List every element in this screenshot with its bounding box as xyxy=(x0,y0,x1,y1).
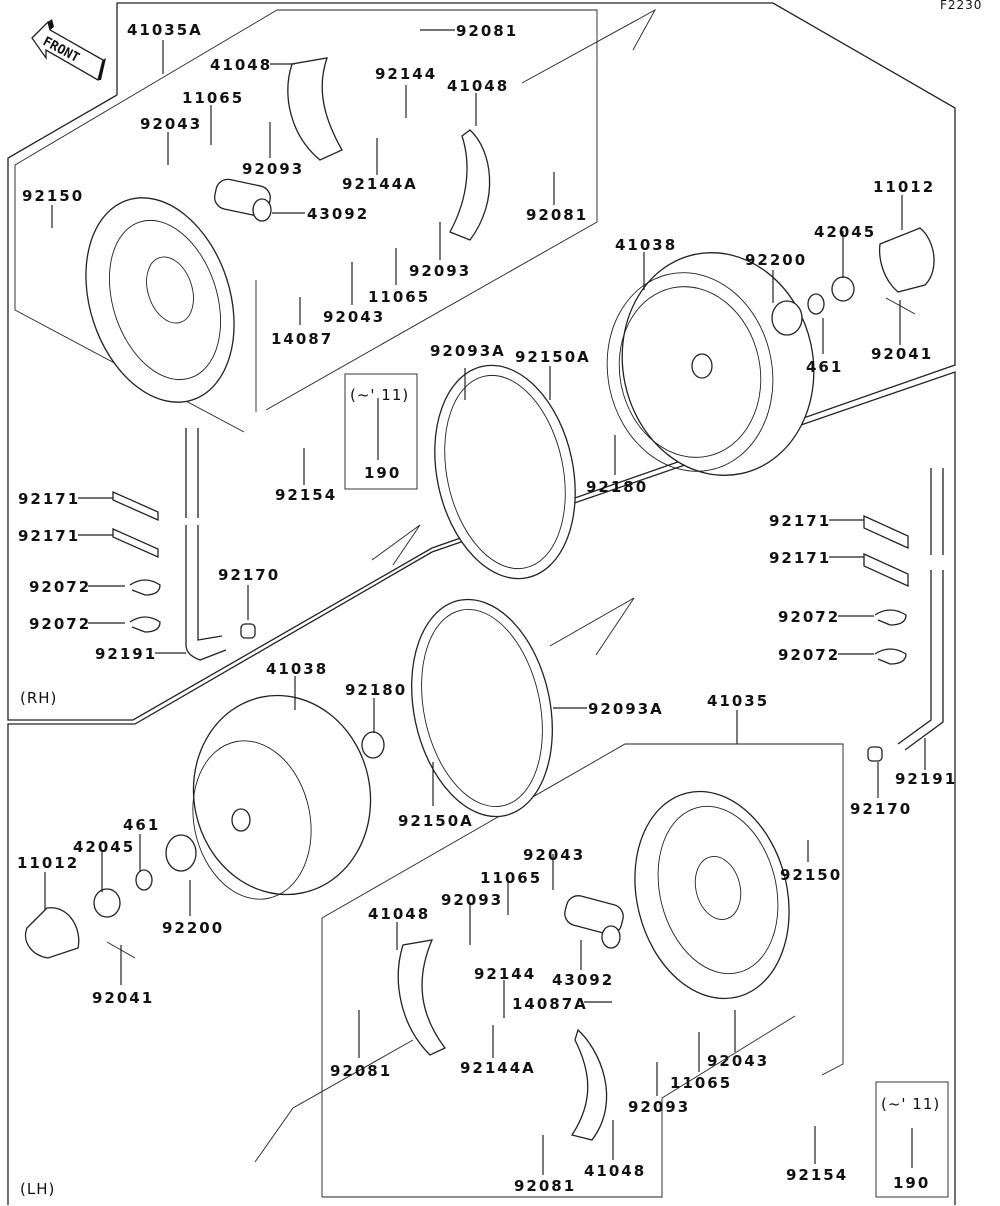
part-callout-rh-461[interactable]: 461 xyxy=(806,358,843,376)
part-callouts: 41035A 92081 41048 92144 41048 11065 92043 9209… xyxy=(17,21,957,1195)
inset-note-rh: (~' 11) xyxy=(350,386,409,404)
part-callout-lh-42045[interactable]: 42045 xyxy=(73,838,135,856)
part-callout-rh-92144[interactable]: 92144 xyxy=(375,65,437,83)
part-callout-lh-11065-a[interactable]: 11065 xyxy=(480,869,542,887)
lh-wheel-cylinder xyxy=(564,895,624,949)
part-callout-lh-41048-b[interactable]: 41048 xyxy=(584,1162,646,1180)
part-callout-lh-92093-b[interactable]: 92093 xyxy=(628,1098,690,1116)
lh-brake-drum xyxy=(192,694,372,900)
part-callout-lh-14087A[interactable]: 14087A xyxy=(512,995,588,1013)
rh-backing-plate xyxy=(85,197,235,403)
lh-brake-shoe-b xyxy=(570,1028,608,1141)
rh-seal xyxy=(434,364,576,580)
part-callout-rh-92200[interactable]: 92200 xyxy=(745,251,807,269)
part-callout-r-92072-b[interactable]: 92072 xyxy=(778,646,840,664)
part-callout-r-92072-a[interactable]: 92072 xyxy=(778,608,840,626)
part-callout-lh-92150A[interactable]: 92150A xyxy=(398,812,474,830)
rh-hub-parts xyxy=(771,227,935,336)
part-callout-rh-41048-b[interactable]: 41048 xyxy=(447,77,509,95)
part-callout-rh-92081-b[interactable]: 92081 xyxy=(526,206,588,224)
part-callout-rh-92072-b[interactable]: 92072 xyxy=(29,615,91,633)
rh-brake-shoe-a xyxy=(287,57,343,161)
part-callout-lh-92200[interactable]: 92200 xyxy=(162,919,224,937)
part-callout-rh-41048-a[interactable]: 41048 xyxy=(210,56,272,74)
part-callout-lh-92180[interactable]: 92180 xyxy=(345,681,407,699)
part-callout-lh-92041[interactable]: 92041 xyxy=(92,989,154,1007)
part-callout-rh-92072-a[interactable]: 92072 xyxy=(29,578,91,596)
part-callout-rh-92150A[interactable]: 92150A xyxy=(515,348,591,366)
part-callout-lh-43092[interactable]: 43092 xyxy=(552,971,614,989)
part-callout-lh-461[interactable]: 461 xyxy=(123,816,160,834)
part-callout-lh-92043-b[interactable]: 92043 xyxy=(707,1052,769,1070)
lh-seal xyxy=(411,598,553,818)
part-callout-lh-92093A[interactable]: 92093A xyxy=(588,700,664,718)
part-callout-rh-11065-a[interactable]: 11065 xyxy=(182,89,244,107)
part-callout-lh-92043-a[interactable]: 92043 xyxy=(523,846,585,864)
hoses xyxy=(185,428,944,751)
part-callout-rh-190[interactable]: 190 xyxy=(364,464,401,482)
part-callout-rh-92170[interactable]: 92170 xyxy=(218,566,280,584)
part-callout-rh-92081-a[interactable]: 92081 xyxy=(456,22,518,40)
part-callout-rh-92171-a[interactable]: 92171 xyxy=(18,490,80,508)
part-callout-lh-92170[interactable]: 92170 xyxy=(850,800,912,818)
part-callout-lh-190[interactable]: 190 xyxy=(893,1174,930,1192)
part-callout-lh-11065-b[interactable]: 11065 xyxy=(670,1074,732,1092)
part-callout-rh-41038[interactable]: 41038 xyxy=(615,236,677,254)
part-callout-r-92171-b[interactable]: 92171 xyxy=(769,549,831,567)
section-label-lh: (LH) xyxy=(20,1180,55,1198)
part-callout-rh-92043-a[interactable]: 92043 xyxy=(140,115,202,133)
part-callout-rh-92171-b[interactable]: 92171 xyxy=(18,527,80,545)
part-callout-rh-11065-b[interactable]: 11065 xyxy=(368,288,430,306)
leader-lines xyxy=(44,29,926,1175)
lh-hub-parts xyxy=(24,731,385,959)
part-callout-lh-92150[interactable]: 92150 xyxy=(780,866,842,884)
inset-note-lh: (~' 11) xyxy=(881,1095,940,1113)
part-callout-lh-92081-b[interactable]: 92081 xyxy=(514,1177,576,1195)
part-callout-rh-92043-b[interactable]: 92043 xyxy=(323,308,385,326)
part-callout-lh-92191[interactable]: 92191 xyxy=(895,770,957,788)
figure-code: F2230 xyxy=(940,0,982,12)
lh-brake-shoe-a xyxy=(397,939,447,1056)
part-callout-lh-92081-a[interactable]: 92081 xyxy=(330,1062,392,1080)
part-callout-rh-92191[interactable]: 92191 xyxy=(95,645,157,663)
part-callout-lh-92144[interactable]: 92144 xyxy=(474,965,536,983)
part-callout-lh-41035[interactable]: 41035 xyxy=(707,692,769,710)
part-callout-rh-11012[interactable]: 11012 xyxy=(873,178,935,196)
clips-and-straps xyxy=(112,490,909,762)
part-callout-rh-92093A[interactable]: 92093A xyxy=(430,342,506,360)
part-callout-lh-92154[interactable]: 92154 xyxy=(786,1166,848,1184)
part-callout-rh-92093-b[interactable]: 92093 xyxy=(409,262,471,280)
part-callout-rh-43092[interactable]: 43092 xyxy=(307,205,369,223)
section-label-rh: (RH) xyxy=(20,689,57,707)
part-callout-rh-92154[interactable]: 92154 xyxy=(275,486,337,504)
part-callout-rh-92180[interactable]: 92180 xyxy=(586,478,648,496)
rh-brake-drum xyxy=(606,252,815,476)
rh-wheel-cylinder xyxy=(214,178,272,222)
part-callout-lh-41048-a[interactable]: 41048 xyxy=(368,905,430,923)
part-callout-rh-92144A[interactable]: 92144A xyxy=(342,175,418,193)
part-callout-lh-11012[interactable]: 11012 xyxy=(17,854,79,872)
part-callout-rh-92093-a[interactable]: 92093 xyxy=(242,160,304,178)
part-callout-lh-41038[interactable]: 41038 xyxy=(266,660,328,678)
part-callout-r-92171-a[interactable]: 92171 xyxy=(769,512,831,530)
part-callout-rh-14087[interactable]: 14087 xyxy=(271,330,333,348)
front-arrow-icon: FRONT xyxy=(31,19,106,81)
part-callout-rh-42045[interactable]: 42045 xyxy=(814,223,876,241)
part-callout-rh-41035A[interactable]: 41035A xyxy=(127,21,203,39)
lh-backing-plate xyxy=(634,790,790,1000)
rh-brake-shoe-b xyxy=(449,129,491,241)
part-callout-lh-92144A[interactable]: 92144A xyxy=(460,1059,536,1077)
part-callout-lh-92093-a[interactable]: 92093 xyxy=(441,891,503,909)
part-callout-rh-92150[interactable]: 92150 xyxy=(22,187,84,205)
part-callout-rh-92041[interactable]: 92041 xyxy=(871,345,933,363)
